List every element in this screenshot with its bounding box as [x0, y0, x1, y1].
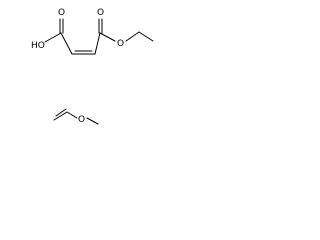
bond-vinyl-o	[66, 111, 78, 119]
bond-ch2-ch3	[138, 31, 154, 42]
bond-c3-c4	[94, 32, 101, 55]
bond-vinyl-double-a	[53, 111, 68, 121]
atom-o-ether: O	[78, 115, 85, 125]
bond-vinyl-double-b	[55, 108, 67, 117]
atom-o-ester: O	[117, 39, 124, 49]
atom-hydroxyl: HO	[31, 41, 45, 51]
bond-c1-oh	[44, 32, 62, 43]
atom-o-carbonyl-right: O	[97, 8, 104, 18]
bond-c1-c2	[60, 32, 73, 55]
structure-canvas: O HO O O O	[31, 8, 154, 125]
molecule-vinyl-ether: O	[53, 108, 99, 125]
bond-o-methyl	[86, 117, 99, 125]
atom-o-carbonyl-left: O	[58, 8, 65, 18]
bond-c4-o-ester	[99, 32, 116, 42]
molecule-ester-acid: O HO O O	[31, 8, 154, 55]
bond-o-ch2	[125, 31, 140, 42]
